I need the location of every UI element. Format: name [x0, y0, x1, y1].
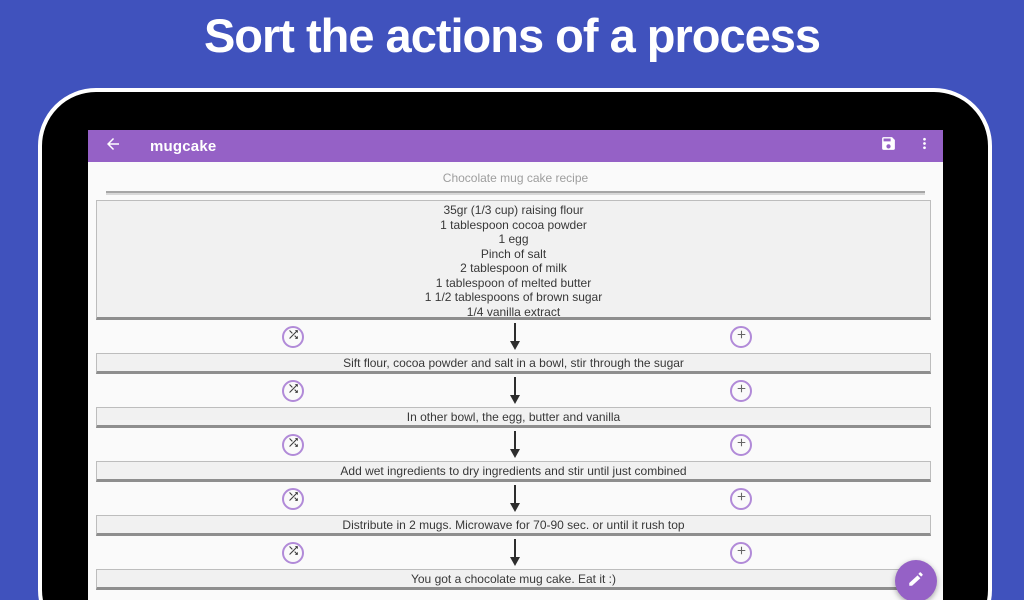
connector-row: [88, 428, 943, 461]
add-step-button[interactable]: [730, 433, 752, 456]
save-icon: [880, 135, 897, 157]
shuffle-icon: [287, 544, 300, 562]
ingredient-line: 1 egg: [498, 232, 529, 246]
add-icon: [735, 490, 748, 508]
swap-steps-button[interactable]: [282, 541, 304, 564]
add-icon: [735, 436, 748, 454]
process-title: Chocolate mug cake recipe: [442, 171, 589, 185]
swap-steps-button[interactable]: [282, 379, 304, 402]
ingredient-line: 35gr (1/3 cup) raising flour: [443, 203, 584, 217]
shuffle-icon: [287, 490, 300, 508]
connector-row: [88, 374, 943, 407]
step-box[interactable]: Distribute in 2 mugs. Microwave for 70-9…: [96, 515, 931, 536]
ingredient-line: 1 1/2 tablespoons of brown sugar: [424, 290, 603, 304]
add-step-button[interactable]: [730, 325, 752, 348]
shuffle-icon: [287, 382, 300, 400]
add-icon: [735, 328, 748, 346]
down-arrow-icon: [508, 484, 522, 518]
shuffle-icon: [287, 328, 300, 346]
ingredient-line: Pinch of salt: [480, 246, 547, 261]
arrow-back-icon: [104, 135, 122, 158]
add-step-button[interactable]: [730, 379, 752, 402]
app-bar: mugcake: [88, 130, 943, 162]
save-button[interactable]: [877, 135, 899, 157]
back-button[interactable]: [102, 135, 124, 157]
ingredients-box[interactable]: 35gr (1/3 cup) raising flour 1 tablespoo…: [96, 200, 931, 320]
title-divider: [106, 191, 925, 195]
step-box[interactable]: In other bowl, the egg, butter and vanil…: [96, 407, 931, 428]
step-box[interactable]: You got a chocolate mug cake. Eat it :): [96, 569, 931, 590]
app-screen: mugcake Chocolate mug cake recipe 35gr (: [88, 130, 943, 600]
add-icon: [735, 382, 748, 400]
down-arrow-icon: [508, 430, 522, 464]
connector-row: [88, 536, 943, 569]
down-arrow-icon: [508, 322, 522, 356]
shuffle-icon: [287, 436, 300, 454]
swap-steps-button[interactable]: [282, 325, 304, 348]
swap-steps-button[interactable]: [282, 487, 304, 510]
app-bar-title: mugcake: [150, 137, 217, 155]
swap-steps-button[interactable]: [282, 433, 304, 456]
edit-fab-button[interactable]: [895, 560, 937, 600]
banner-title: Sort the actions of a process: [203, 9, 821, 62]
ingredient-line: 2 tablespoon of milk: [460, 261, 567, 275]
down-arrow-icon: [508, 538, 522, 572]
tablet-frame: mugcake Chocolate mug cake recipe 35gr (: [38, 88, 992, 600]
step-box[interactable]: Add wet ingredients to dry ingredients a…: [96, 461, 931, 482]
edit-pencil-icon: [907, 570, 925, 593]
three-dot-menu-icon: [916, 135, 933, 157]
down-arrow-icon: [508, 376, 522, 410]
connector-row: [88, 320, 943, 353]
step-box[interactable]: Sift flour, cocoa powder and salt in a b…: [96, 353, 931, 374]
add-step-button[interactable]: [730, 541, 752, 564]
add-icon: [735, 544, 748, 562]
process-editor: Chocolate mug cake recipe 35gr (1/3 cup)…: [88, 162, 943, 590]
add-step-button[interactable]: [730, 487, 752, 510]
ingredient-line: 1 tablespoon cocoa powder: [440, 217, 587, 232]
connector-row: [88, 482, 943, 515]
overflow-menu-button[interactable]: [913, 135, 935, 157]
ingredient-line: 1 tablespoon of melted butter: [435, 275, 592, 290]
ingredient-line: 1/4 vanilla extract: [466, 304, 561, 319]
